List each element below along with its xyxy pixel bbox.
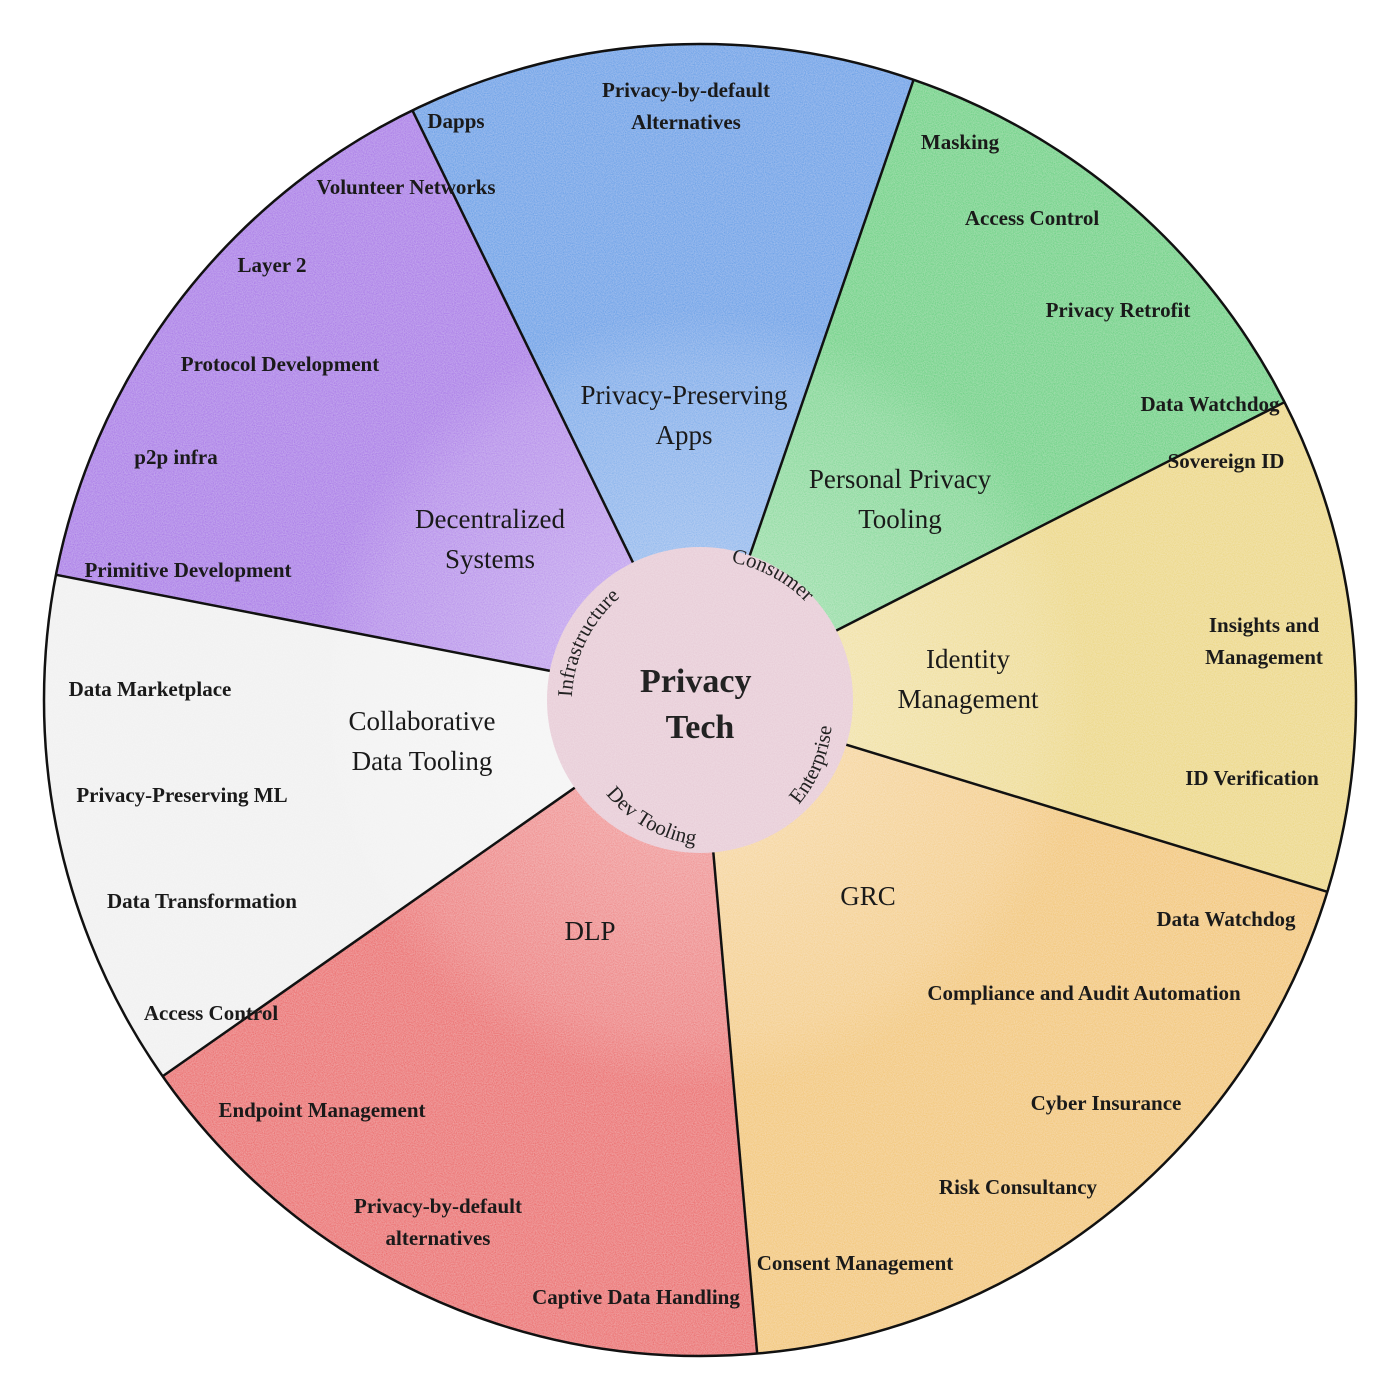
item-label-personal-privacy-tooling-0: Masking xyxy=(921,130,1000,154)
item-label-line: Endpoint Management xyxy=(218,1098,425,1122)
item-label-line: Compliance and Audit Automation xyxy=(927,981,1241,1005)
category-label-dlp: DLP xyxy=(564,916,615,946)
item-label-dlp-0: Endpoint Management xyxy=(218,1098,425,1122)
item-label-identity-management-2: ID Verification xyxy=(1185,766,1319,790)
item-label-line: ID Verification xyxy=(1185,766,1319,790)
item-label-line: Management xyxy=(1205,645,1323,669)
item-label-collaborative-data-tooling-3: Access Control xyxy=(144,1001,279,1025)
item-label-line: Privacy Retrofit xyxy=(1046,298,1191,322)
item-label-grc-2: Cyber Insurance xyxy=(1031,1091,1182,1115)
item-label-grc-0: Data Watchdog xyxy=(1156,907,1296,931)
item-label-decentralized-systems-5: Primitive Development xyxy=(84,558,291,582)
center-title-line-2: Tech xyxy=(666,709,735,746)
category-label-line: Apps xyxy=(655,420,712,450)
item-label-line: Data Watchdog xyxy=(1156,907,1296,931)
item-label-decentralized-systems-1: Volunteer Networks xyxy=(316,175,495,199)
item-label-collaborative-data-tooling-0: Data Marketplace xyxy=(69,677,232,701)
center-hub xyxy=(547,547,853,853)
item-label-dlp-2: Captive Data Handling xyxy=(532,1285,740,1309)
item-label-line: Data Transformation xyxy=(107,889,297,913)
item-label-line: Consent Management xyxy=(757,1251,954,1275)
item-label-line: Data Marketplace xyxy=(69,677,232,701)
item-label-line: Masking xyxy=(921,130,1000,154)
item-label-line: Data Watchdog xyxy=(1140,392,1280,416)
item-label-personal-privacy-tooling-1: Access Control xyxy=(965,206,1100,230)
item-label-line: Privacy-Preserving ML xyxy=(76,783,287,807)
item-label-line: p2p infra xyxy=(134,445,218,469)
category-label-line: Management xyxy=(898,684,1039,714)
item-label-line: Access Control xyxy=(144,1001,279,1025)
category-label-line: Decentralized xyxy=(415,504,565,534)
category-label-line: Privacy-Preserving xyxy=(581,380,788,410)
category-label-line: Tooling xyxy=(858,504,942,534)
item-label-collaborative-data-tooling-2: Data Transformation xyxy=(107,889,297,913)
category-label-grc: GRC xyxy=(840,881,896,911)
item-label-line: Alternatives xyxy=(631,110,741,134)
item-label-line: Layer 2 xyxy=(237,253,306,277)
item-label-line: Protocol Development xyxy=(181,352,379,376)
center-title: Privacy Tech xyxy=(640,663,760,746)
item-label-line: Sovereign ID xyxy=(1168,449,1285,473)
center-title-line-1: Privacy xyxy=(640,663,751,700)
category-label-line: Data Tooling xyxy=(352,746,493,776)
category-label-line: Collaborative xyxy=(349,706,496,736)
item-label-identity-management-0: Sovereign ID xyxy=(1168,449,1285,473)
item-label-decentralized-systems-2: Layer 2 xyxy=(237,253,306,277)
item-label-line: Access Control xyxy=(965,206,1100,230)
item-label-grc-4: Consent Management xyxy=(757,1251,954,1275)
item-label-line: Privacy-by-default xyxy=(602,78,770,102)
item-label-line: Volunteer Networks xyxy=(316,175,495,199)
item-label-line: alternatives xyxy=(386,1226,491,1250)
item-label-dlp-1: Privacy-by-default alternatives xyxy=(354,1194,522,1250)
item-label-line: Risk Consultancy xyxy=(939,1175,1098,1199)
category-label-line: Identity xyxy=(926,644,1010,674)
item-label-personal-privacy-tooling-2: Privacy Retrofit xyxy=(1046,298,1191,322)
item-label-decentralized-systems-0: Dapps xyxy=(427,109,484,133)
item-label-line: Cyber Insurance xyxy=(1031,1091,1182,1115)
item-label-collaborative-data-tooling-1: Privacy-Preserving ML xyxy=(76,783,287,807)
category-label-line: GRC xyxy=(840,881,896,911)
item-label-line: Insights and xyxy=(1209,613,1320,637)
item-label-grc-3: Risk Consultancy xyxy=(939,1175,1098,1199)
item-label-line: Dapps xyxy=(427,109,484,133)
category-label-line: Systems xyxy=(445,544,535,574)
item-label-line: Captive Data Handling xyxy=(532,1285,740,1309)
item-label-grc-1: Compliance and Audit Automation xyxy=(927,981,1241,1005)
item-label-decentralized-systems-4: p2p infra xyxy=(134,445,218,469)
item-label-decentralized-systems-3: Protocol Development xyxy=(181,352,379,376)
category-label-line: DLP xyxy=(564,916,615,946)
outer-rim xyxy=(42,42,1358,1358)
item-label-personal-privacy-tooling-3: Data Watchdog xyxy=(1140,392,1280,416)
category-label-line: Personal Privacy xyxy=(809,464,992,494)
item-label-line: Primitive Development xyxy=(84,558,291,582)
item-label-line: Privacy-by-default xyxy=(354,1194,522,1218)
